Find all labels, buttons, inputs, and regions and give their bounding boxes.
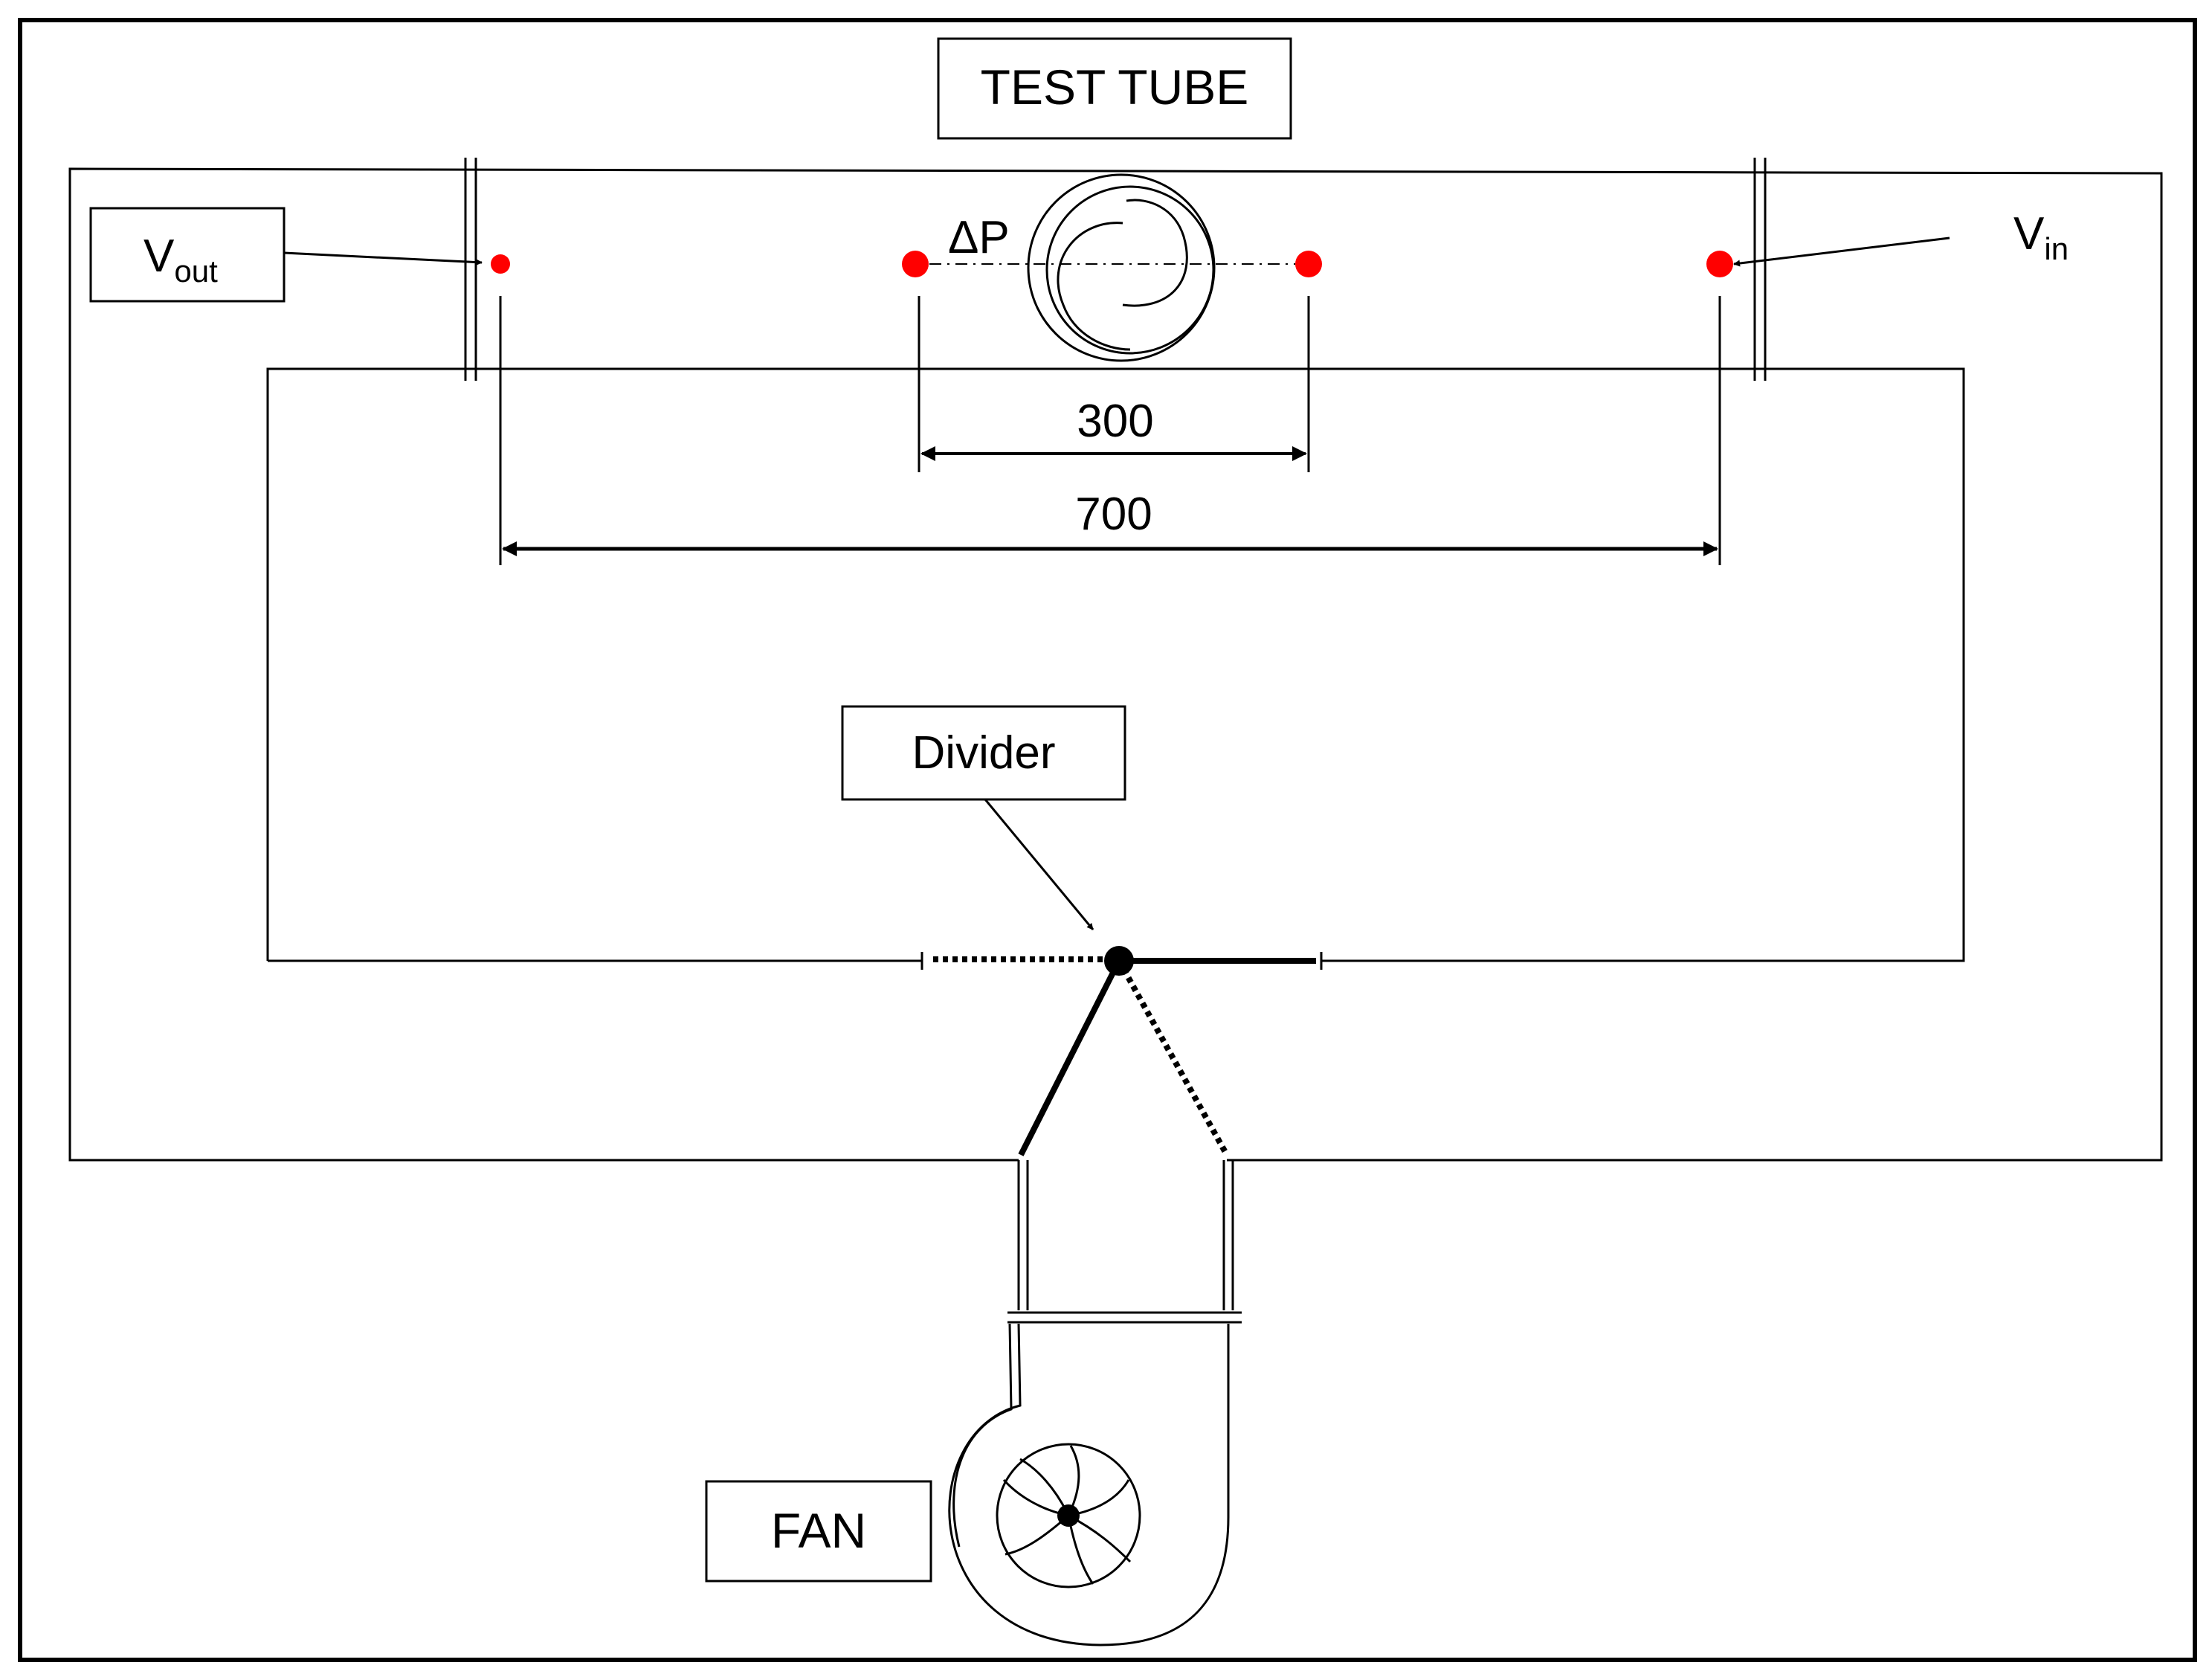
dimension-300-label: 300: [1077, 396, 1153, 447]
v-out-sensor-dot: [491, 254, 510, 274]
fan-hub: [1057, 1504, 1080, 1527]
pressure-tap-left-dot: [902, 251, 929, 277]
right-flange: [1753, 158, 1767, 381]
v-out-pointer-arrow: [283, 251, 483, 266]
test-tube-label-box: TEST TUBE: [937, 37, 1292, 140]
dimension-extension-lines: [499, 296, 1721, 565]
divider-pointer-arrow: [984, 799, 1094, 930]
fan-inlet-duct: [1007, 1160, 1242, 1324]
divider-label-box: Divider: [841, 705, 1126, 801]
divider-flap-dotted-down: [1116, 959, 1230, 1156]
fan-label: FAN: [771, 1503, 866, 1558]
test-tube-label: TEST TUBE: [981, 59, 1249, 115]
v-in-label: Vin: [2013, 208, 2068, 266]
pressure-tap-right-dot: [1295, 251, 1322, 277]
inner-duct-top-wall: [266, 367, 1965, 962]
outer-duct-wall: [68, 167, 2163, 1162]
divider-label: Divider: [912, 727, 1056, 779]
figure-frame: [18, 18, 2197, 1662]
fan-label-box: FAN: [705, 1480, 932, 1583]
delta-p-label: ΔP: [948, 212, 1010, 263]
v-in-sensor-dot: [1706, 251, 1733, 277]
dimension-700-label: 700: [1075, 489, 1152, 540]
v-out-label: Vout: [144, 231, 218, 289]
v-out-label-box: Vout: [89, 207, 286, 303]
fan-housing: [948, 1323, 1230, 1646]
divider-pivot: [1104, 946, 1134, 976]
left-flange: [464, 158, 477, 381]
test-sample-swirl-icon: [1027, 173, 1216, 362]
v-in-pointer-arrow: [1733, 236, 1950, 267]
divider-flap-solid-down: [1018, 959, 1122, 1156]
